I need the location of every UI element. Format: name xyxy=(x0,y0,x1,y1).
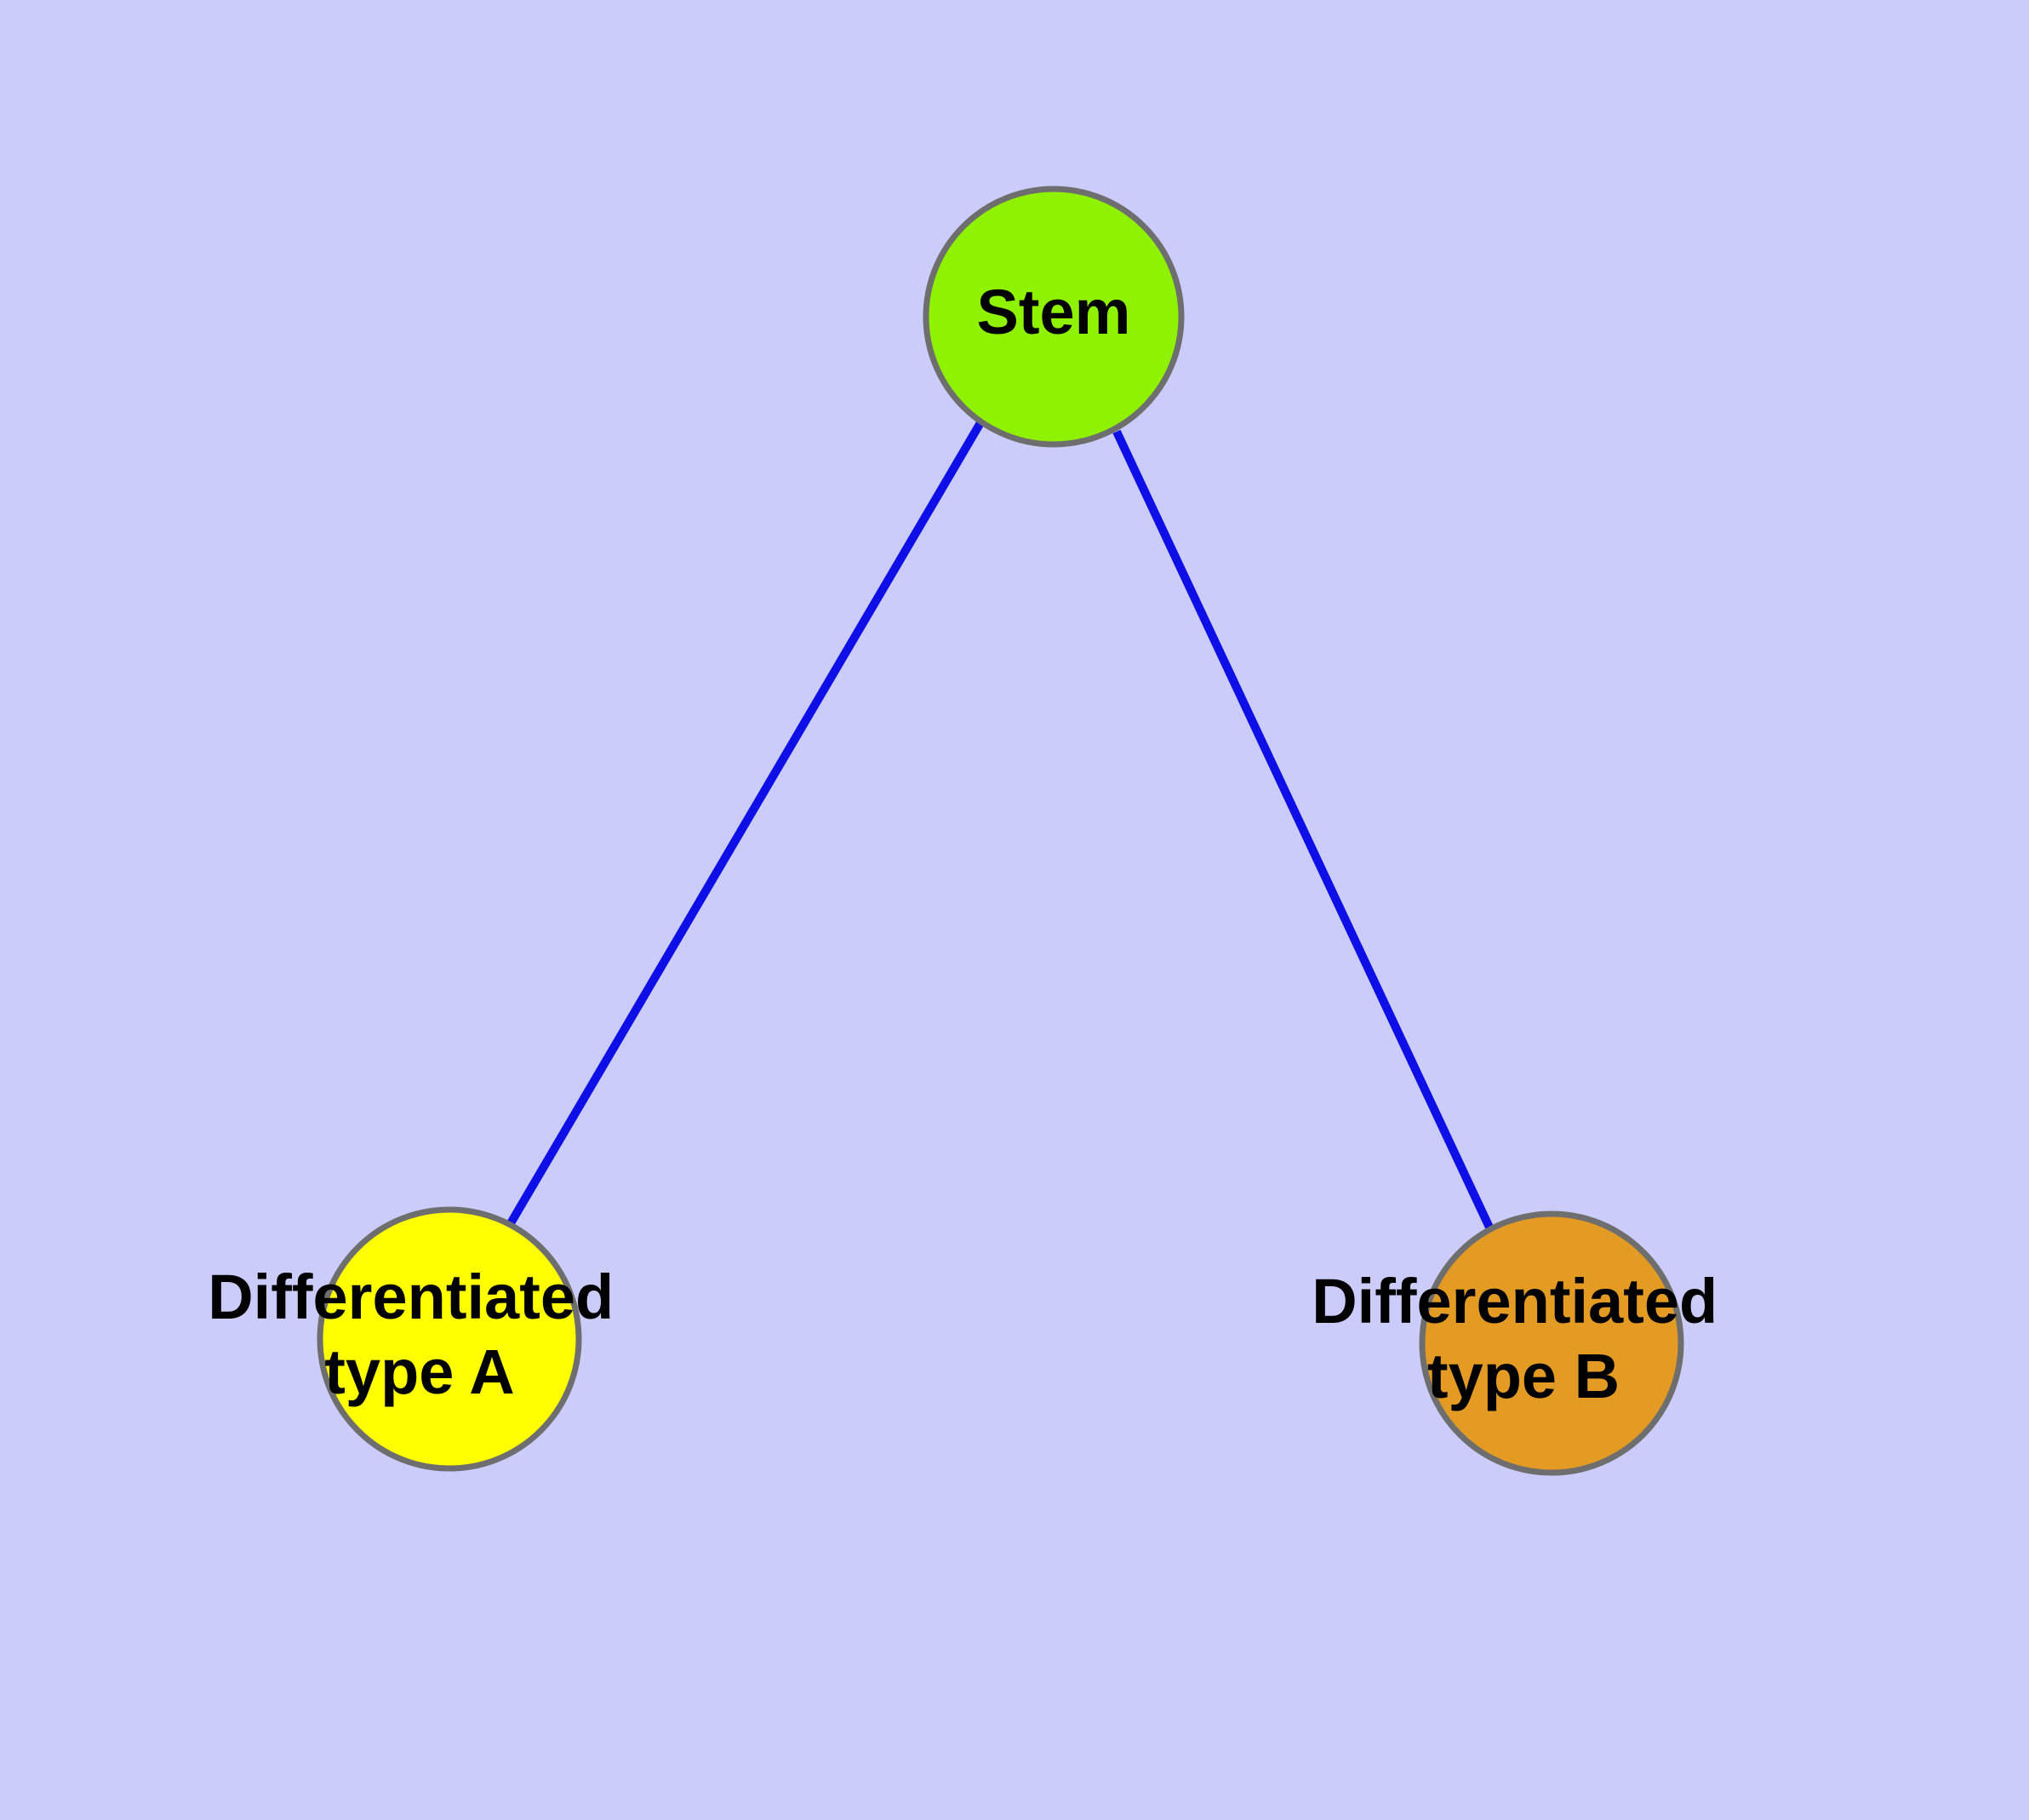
edge-stem-to-differentiated-type-b[interactable] xyxy=(1112,429,1495,1233)
node-differentiated-type-a[interactable] xyxy=(317,1206,582,1472)
node-stem-label: Stem xyxy=(977,277,1131,347)
node-differentiated-type-b-label-line2: type B xyxy=(1427,1341,1620,1411)
node-stem-circle[interactable] xyxy=(923,186,1185,448)
node-differentiated-type-b-label-line1: Differentiated xyxy=(1312,1266,1718,1336)
node-differentiated-type-b[interactable] xyxy=(1419,1210,1684,1476)
node-differentiated-type-a-label: Differentiated type A xyxy=(208,1262,632,1407)
labels-layer: Differentiated type A Differentiated typ… xyxy=(208,1262,1735,1411)
node-differentiated-type-b-circle[interactable] xyxy=(1419,1210,1684,1476)
edge-stem-to-differentiated-type-a[interactable] xyxy=(506,419,986,1226)
node-differentiated-type-b-label: Differentiated type B xyxy=(1312,1266,1735,1411)
node-stem[interactable]: Stem xyxy=(923,186,1185,448)
node-differentiated-type-a-label-line2: type A xyxy=(324,1336,514,1407)
node-stem-label-line1: Stem xyxy=(977,277,1131,347)
nodes-layer: Stem xyxy=(317,186,1684,1476)
edges-layer xyxy=(506,419,1495,1233)
node-differentiated-type-a-circle[interactable] xyxy=(317,1206,582,1472)
node-differentiated-type-a-label-line1: Differentiated xyxy=(208,1262,614,1332)
